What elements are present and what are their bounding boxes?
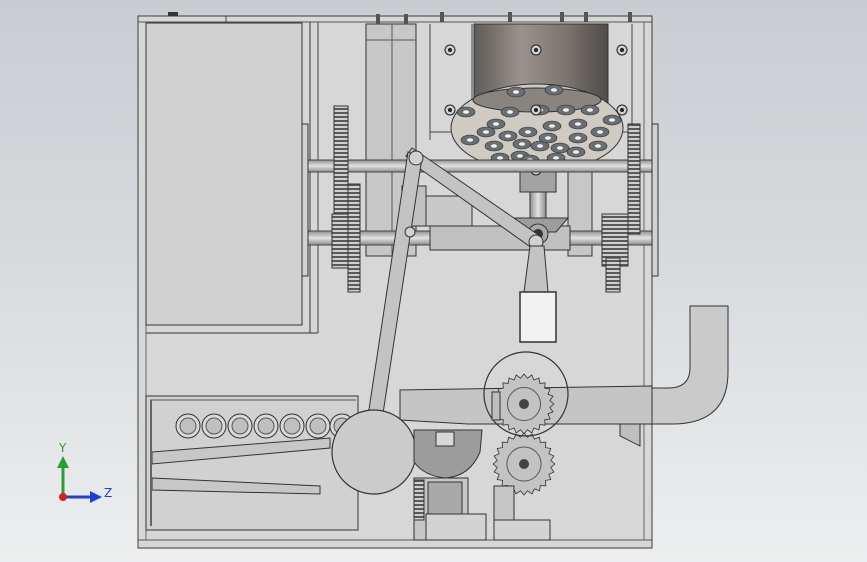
output-tray [145,395,359,531]
washer [476,126,496,138]
spur-gear [492,432,556,496]
screw [530,104,542,116]
washer [484,140,504,152]
washer [588,140,608,152]
washer [580,104,600,116]
washer [568,118,588,130]
motor-mounts [413,477,551,541]
crank-disc [331,409,417,495]
screw [444,104,456,116]
tray-washer [227,413,253,439]
washer [568,132,588,144]
output-gears [492,373,556,496]
linkage-arms [367,147,549,421]
tray-washer [305,413,331,439]
left-upper-panel [145,22,319,334]
washer [590,126,610,138]
screw [616,104,628,116]
tray-washer [279,413,305,439]
washer [500,106,520,118]
washer [550,142,570,154]
drive-roller [483,351,569,437]
washer [456,106,476,118]
axis-triad: Y Z [57,441,112,503]
tray-washer [201,413,227,439]
upper-shaft [305,159,659,173]
washer [556,104,576,116]
washer [602,114,622,126]
discharge-chute [651,305,729,425]
washer [460,134,480,146]
washer [566,146,586,158]
screw [444,44,456,56]
washer [518,126,538,138]
spur-gear [493,373,555,435]
screw [616,44,628,56]
side-discs [301,123,659,277]
screw [530,44,542,56]
washer [506,86,526,98]
tray-washer [253,413,279,439]
washer [486,118,506,130]
washer [498,130,518,142]
x-axis-dot [59,493,67,501]
washer [538,132,558,144]
y-axis-label: Y [58,441,67,455]
left-gear-stack [331,105,361,293]
washer [544,84,564,96]
plunger-block [519,291,557,343]
tray-washer [175,413,201,439]
washer [530,140,550,152]
washer [542,120,562,132]
top-bolts [376,12,632,24]
washer [512,138,532,150]
right-gear-stack [601,123,641,293]
z-axis-label: Z [104,486,112,500]
